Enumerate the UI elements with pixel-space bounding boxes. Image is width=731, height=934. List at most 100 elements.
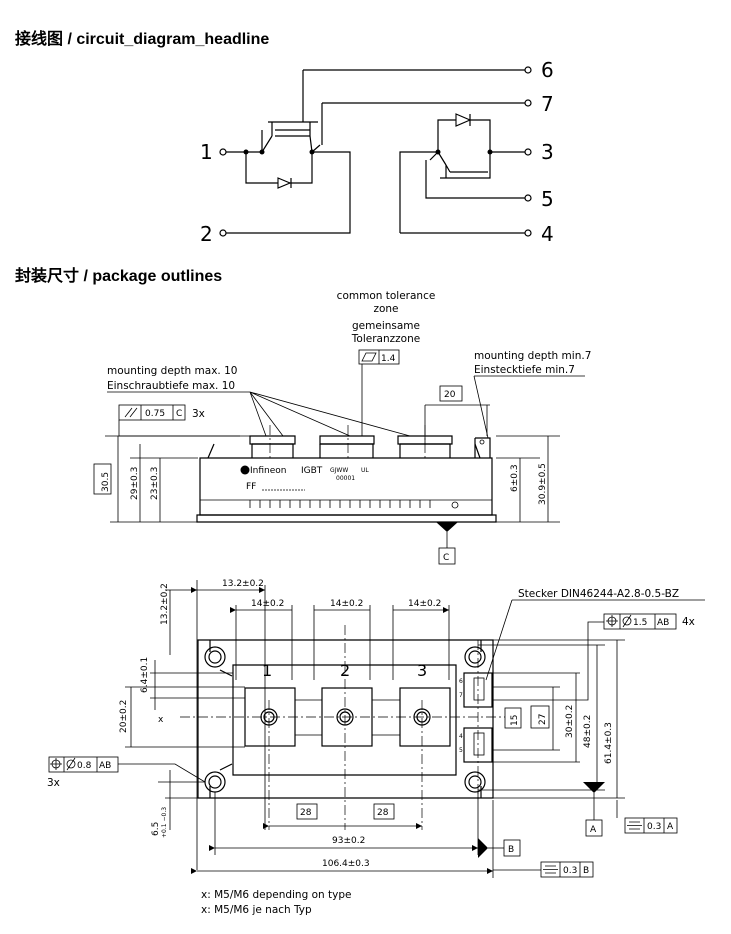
mounting-depth-max-en: mounting depth max. 10	[107, 365, 237, 377]
mounting-depth-min-de: Einstecktiefe min.7	[474, 364, 575, 376]
pin-label-6: 6	[541, 58, 554, 82]
pin-label-1: 1	[200, 140, 213, 164]
dim-106-4: 106.4±0.3	[322, 859, 370, 869]
pin-label-7: 7	[541, 92, 554, 116]
sym-tol-a-frame	[624, 817, 678, 834]
parallelism-datum: C	[176, 409, 182, 419]
dim-48: 48±0.2	[583, 715, 593, 748]
dim-6-value: 6±0.3	[510, 464, 520, 492]
dim-15-frame	[504, 707, 522, 729]
mounting-depth-min-en: mounting depth min.7	[474, 350, 591, 362]
pin-label-5: 5	[541, 187, 554, 211]
dim-6-5: 6.5	[151, 822, 161, 836]
mounting-depth-max-de: Einschraubtiefe max. 10	[107, 380, 235, 392]
dim-27-frame	[530, 705, 550, 729]
dim-6-5-tol: +0.1 −0.3	[161, 807, 168, 838]
pin-label-4: 4	[541, 222, 554, 246]
dim-30-5-frame	[93, 463, 112, 495]
dim-30-9-value: 30.9±0.5	[538, 463, 548, 505]
dim-27: 27	[538, 714, 548, 725]
terminal-6-circle	[524, 66, 532, 74]
date-code-label: GJWW	[330, 467, 348, 474]
dim-6-4: 6.4±0.1	[140, 657, 150, 693]
package-outlines-heading: 封装尺寸 / package outlines	[15, 268, 223, 285]
dim-61-4: 61.4±0.3	[604, 722, 614, 764]
dim-13-2-horiz: 13.2±0.2	[222, 579, 264, 589]
ff-label: FF	[246, 482, 256, 492]
position-tol-holes-value: 0.8	[77, 761, 92, 771]
position-tol-pins-datum: AB	[657, 618, 669, 628]
zone-label: zone	[373, 303, 398, 315]
dim-28-b: 28	[377, 808, 389, 818]
note-en: x: M5/M6 depending on type	[201, 889, 351, 901]
serial-label: 00001	[336, 475, 355, 482]
sym-tol-b-value: 0.3	[563, 866, 577, 876]
terminal-5-circle	[524, 194, 532, 202]
sym-tol-b-datum: B	[583, 866, 589, 876]
dim-15: 15	[510, 715, 520, 726]
dim-14-c: 14±0.2	[408, 599, 441, 609]
position-tol-holes-datum: AB	[99, 761, 111, 771]
circuit-diagram: 1 2 3 4 5 6 7	[200, 58, 554, 246]
terminal-1-label: 1	[262, 661, 272, 680]
sym-tol-a-value: 0.3	[647, 822, 661, 832]
top-view: 13.2±0.2 13.2±0.2 14±0.2 14±0.2 14±0.2 S…	[47, 579, 705, 916]
common-tolerance-label: common tolerance	[337, 290, 436, 302]
pin-label-3: 3	[541, 140, 554, 164]
parallelism-count: 3x	[192, 408, 205, 420]
terminal-4-circle	[524, 229, 532, 237]
position-tol-holes-count: 3x	[47, 777, 60, 789]
side-view: common tolerance zone gemeinsame Toleran…	[93, 290, 591, 565]
dim-14-b: 14±0.2	[330, 599, 363, 609]
dim-23-value: 23±0.3	[150, 467, 160, 500]
datum-b-frame	[503, 839, 521, 857]
dim-20-frame	[439, 385, 463, 402]
terminal-7-circle	[524, 99, 532, 107]
stecker-label: Stecker DIN46244-A2.8-0.5-BZ	[518, 588, 679, 600]
circuit-diagram-heading: 接线图 / circuit_diagram_headline	[15, 31, 270, 48]
pin-4-label: 4	[459, 733, 463, 740]
position-tol-pins-frame	[603, 613, 677, 630]
terminal-3-label: 3	[417, 661, 427, 680]
datum-a-frame	[585, 819, 603, 837]
sym-tol-b-frame	[540, 861, 594, 878]
gemeinsame-label: gemeinsame	[352, 320, 420, 332]
datum-c-frame	[438, 547, 456, 565]
terminal-3-pad	[399, 687, 451, 747]
dim-14-a: 14±0.2	[251, 599, 284, 609]
datum-a-label: A	[590, 825, 597, 835]
pin-5-label: 5	[459, 747, 463, 754]
flatness-value: 1.4	[381, 354, 396, 364]
pin-7-label: 7	[459, 692, 463, 699]
position-tol-pins-count: 4x	[682, 616, 695, 628]
dim-28-a: 28	[300, 808, 312, 818]
toleranzzone-label: Toleranzzone	[351, 333, 420, 345]
dim-20-value: 20	[444, 390, 456, 400]
note-de: x: M5/M6 je nach Typ	[201, 904, 312, 916]
pin-label-2: 2	[200, 222, 213, 246]
position-tol-holes-frame	[48, 756, 119, 773]
dim-13-2-vert: 13.2±0.2	[160, 583, 170, 625]
ul-mark: UL	[361, 467, 369, 474]
dim-93: 93±0.2	[332, 836, 365, 846]
parallelism-frame	[118, 404, 186, 421]
type-label: IGBT	[301, 466, 323, 476]
dim-20-vert: 20±0.2	[119, 700, 129, 733]
dim-30: 30±0.2	[565, 705, 575, 738]
datum-c-label: C	[443, 553, 449, 563]
dim-x-label: x	[158, 715, 164, 725]
terminal-1-circle	[219, 148, 227, 156]
terminal-2-circle	[219, 229, 227, 237]
datum-b-label: B	[508, 845, 514, 855]
terminal-3-circle	[524, 148, 532, 156]
dim-28-b-frame	[373, 803, 395, 820]
position-tol-pins-value: 1.5	[633, 618, 647, 628]
pin-6-label: 6	[459, 678, 463, 685]
terminal-2-pad	[321, 687, 373, 747]
dim-30-5-value: 30.5	[101, 472, 111, 492]
dim-28-a-frame	[296, 803, 318, 820]
dim-29-value: 29±0.3	[130, 467, 140, 500]
sym-tol-a-datum: A	[667, 822, 674, 832]
parallelism-value: 0.75	[145, 409, 165, 419]
